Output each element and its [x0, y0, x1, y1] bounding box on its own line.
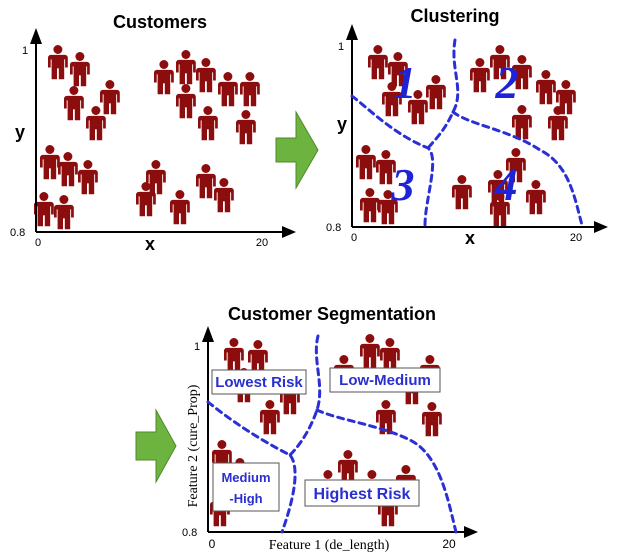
- clustering-y-label: y: [337, 114, 347, 134]
- clustering-people: [356, 45, 576, 227]
- segmentation-x-arrowhead: [464, 526, 478, 538]
- segmentation-person-icon: [260, 400, 280, 435]
- customers-person-icon: [240, 72, 260, 107]
- segmentation-y-label: Feature 2 (cure_Prop): [186, 384, 201, 507]
- customers-person-icon: [196, 164, 216, 199]
- customers-panel: Customers y x 1 0.8 0 20: [10, 12, 296, 254]
- clustering-title: Clustering: [410, 6, 499, 26]
- customers-person-icon: [176, 50, 196, 85]
- clustering-person-icon: [452, 175, 472, 210]
- segment-box-highest-risk: [304, 479, 420, 507]
- customers-y-bottom-tick: 0.8: [10, 227, 25, 239]
- flow-arrow-1: [275, 110, 319, 190]
- clustering-y-arrowhead: [346, 24, 358, 40]
- customers-person-icon: [176, 84, 196, 119]
- segmentation-y-bottom-tick: 0.8: [182, 527, 197, 539]
- customers-person-icon: [196, 58, 216, 93]
- segmentation-person-icon: [338, 450, 358, 485]
- clustering-x-end-tick: 20: [570, 232, 582, 244]
- segment-box-medium-high: [212, 462, 280, 512]
- customers-person-icon: [48, 45, 68, 80]
- customers-x-label: x: [145, 234, 155, 254]
- clustering-x-label: x: [465, 228, 475, 248]
- segmentation-person-icon: [360, 334, 380, 369]
- customers-y-label: y: [15, 122, 25, 142]
- customers-person-icon: [218, 72, 238, 107]
- customers-x-arrowhead: [282, 226, 296, 238]
- clustering-person-icon: [368, 45, 388, 80]
- clustering-person-icon: [356, 145, 376, 180]
- segmentation-person-icon: [422, 402, 442, 437]
- clustering-y-bottom-tick: 0.8: [326, 222, 341, 234]
- customers-y-arrowhead: [30, 28, 42, 44]
- clustering-person-icon: [536, 70, 556, 105]
- customers-people: [34, 45, 260, 230]
- clustering-x-arrowhead: [594, 221, 608, 233]
- segmentation-y-top-tick: 1: [194, 341, 200, 353]
- customers-title: Customers: [113, 12, 207, 32]
- customers-person-icon: [214, 178, 234, 213]
- customers-person-icon: [70, 52, 90, 87]
- customers-y-top-tick: 1: [22, 45, 28, 57]
- segmentation-x-label: Feature 1 (de_length): [269, 538, 390, 553]
- flow-arrow-2: [135, 408, 177, 484]
- customers-person-icon: [54, 195, 74, 230]
- segmentation-person-icon: [248, 340, 268, 375]
- clustering-person-icon: [512, 105, 532, 140]
- segment-boundary-right: [315, 408, 458, 534]
- clustering-boundary-right: [451, 110, 584, 227]
- cluster-label-4: 4: [494, 159, 518, 210]
- clustering-x-start-tick: 0: [351, 232, 357, 244]
- customers-x-start-tick: 0: [35, 237, 41, 249]
- customers-person-icon: [40, 145, 60, 180]
- segmentation-person-icon: [380, 338, 400, 373]
- segmentation-x-end-tick: 20: [442, 537, 456, 551]
- cluster-label-3: 3: [391, 159, 415, 210]
- customers-person-icon: [78, 160, 98, 195]
- segment-label-highest-risk: Highest Risk: [314, 486, 411, 503]
- customers-person-icon: [100, 80, 120, 115]
- customers-person-icon: [170, 190, 190, 225]
- clustering-person-icon: [360, 188, 380, 223]
- clustering-person-icon: [470, 58, 490, 93]
- segmentation-title: Customer Segmentation: [228, 304, 436, 324]
- segment-box-lowest-risk: [211, 369, 307, 395]
- customers-person-icon: [58, 152, 78, 187]
- segment-boundary-vertical: [288, 334, 322, 457]
- segmentation-x-start-tick: 0: [209, 537, 216, 551]
- customers-person-icon: [86, 106, 106, 141]
- segment-box-low-medium: [329, 367, 441, 393]
- clustering-person-icon: [426, 75, 446, 110]
- clustering-y-top-tick: 1: [338, 41, 344, 53]
- customers-x-end-tick: 20: [256, 237, 268, 249]
- segmentation-person-icon: [224, 338, 244, 373]
- customers-person-icon: [154, 60, 174, 95]
- clustering-person-icon: [526, 180, 546, 215]
- cluster-label-2: 2: [495, 57, 519, 108]
- customers-person-icon: [64, 86, 84, 121]
- segmentation-panel: Customer Segmentation Feature 2 (cure_Pr…: [182, 304, 478, 553]
- cluster-label-1: 1: [394, 57, 417, 108]
- segment-label-lowest-risk: Lowest Risk: [215, 374, 303, 391]
- segment-label-low-medium: Low-Medium: [339, 372, 431, 389]
- segment-label-medium-high-line2: -High: [229, 491, 262, 506]
- customers-person-icon: [236, 110, 256, 145]
- segment-label-medium-high-line1: Medium: [221, 470, 270, 485]
- customers-person-icon: [198, 106, 218, 141]
- clustering-panel: Clustering y x 1 0.8 0 20 1 2 3 4: [326, 6, 608, 248]
- segmentation-y-arrowhead: [202, 326, 214, 342]
